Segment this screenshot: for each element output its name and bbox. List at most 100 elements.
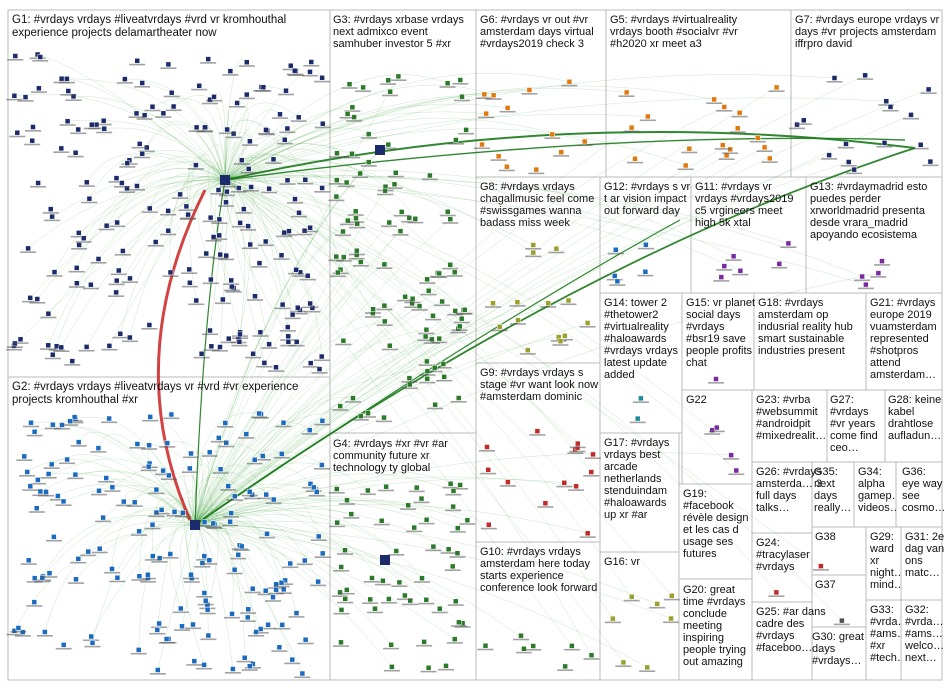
node[interactable] xyxy=(557,338,564,344)
node[interactable] xyxy=(761,144,768,151)
node[interactable] xyxy=(100,117,107,124)
node[interactable] xyxy=(217,466,224,472)
node[interactable] xyxy=(881,140,888,146)
node[interactable] xyxy=(443,663,449,669)
node[interactable] xyxy=(349,104,356,111)
node[interactable] xyxy=(634,415,641,422)
node[interactable] xyxy=(425,288,432,294)
node[interactable] xyxy=(644,664,650,671)
node[interactable] xyxy=(114,574,121,581)
node[interactable] xyxy=(483,110,489,117)
node[interactable] xyxy=(316,533,322,540)
node[interactable] xyxy=(193,297,200,304)
node[interactable] xyxy=(37,54,44,60)
node[interactable] xyxy=(116,267,122,274)
node[interactable] xyxy=(178,605,184,612)
node[interactable] xyxy=(232,493,238,500)
node[interactable] xyxy=(247,241,253,248)
node[interactable] xyxy=(216,232,222,239)
node[interactable] xyxy=(344,587,350,593)
node[interactable] xyxy=(845,159,852,165)
node[interactable] xyxy=(113,175,120,181)
node[interactable] xyxy=(610,615,616,622)
node[interactable] xyxy=(239,157,245,163)
node[interactable] xyxy=(588,652,595,658)
node[interactable] xyxy=(370,306,376,312)
node[interactable] xyxy=(139,80,145,86)
node[interactable] xyxy=(283,87,289,94)
node[interactable] xyxy=(737,268,744,274)
node[interactable] xyxy=(441,374,447,380)
node[interactable] xyxy=(114,219,120,226)
node[interactable] xyxy=(785,240,792,247)
node[interactable] xyxy=(146,322,153,328)
node[interactable] xyxy=(217,251,223,258)
node[interactable] xyxy=(31,429,38,435)
node[interactable] xyxy=(113,289,119,296)
node[interactable] xyxy=(645,113,651,120)
node[interactable] xyxy=(721,263,728,269)
node[interactable] xyxy=(319,75,325,81)
node[interactable] xyxy=(566,79,573,85)
node[interactable] xyxy=(296,210,302,216)
node[interactable] xyxy=(58,75,65,82)
node[interactable] xyxy=(416,303,423,309)
node[interactable] xyxy=(565,297,572,304)
node[interactable] xyxy=(76,242,82,248)
node[interactable] xyxy=(402,592,408,599)
node[interactable] xyxy=(152,239,159,245)
node[interactable] xyxy=(534,428,541,434)
node[interactable] xyxy=(55,493,61,499)
node[interactable] xyxy=(346,81,353,87)
node[interactable] xyxy=(170,103,177,110)
node[interactable] xyxy=(226,335,232,342)
node[interactable] xyxy=(278,252,285,259)
node[interactable] xyxy=(208,343,215,350)
node[interactable] xyxy=(407,597,413,604)
node[interactable] xyxy=(383,483,389,490)
node[interactable] xyxy=(365,131,372,137)
node[interactable] xyxy=(285,324,291,330)
node[interactable] xyxy=(504,163,510,170)
node[interactable] xyxy=(288,62,294,69)
node[interactable] xyxy=(49,213,55,220)
node[interactable] xyxy=(342,547,348,553)
node[interactable] xyxy=(228,277,234,284)
node[interactable] xyxy=(234,100,240,106)
node[interactable] xyxy=(386,219,392,226)
node[interactable] xyxy=(851,166,857,173)
node[interactable] xyxy=(46,570,53,576)
node[interactable] xyxy=(229,611,235,617)
node[interactable] xyxy=(284,125,291,132)
node[interactable] xyxy=(455,395,462,401)
node[interactable] xyxy=(96,488,102,494)
node[interactable] xyxy=(103,222,110,229)
node[interactable] xyxy=(344,111,351,117)
node[interactable] xyxy=(337,403,343,409)
node[interactable] xyxy=(14,129,21,136)
node[interactable] xyxy=(85,548,91,555)
node[interactable] xyxy=(879,258,885,264)
node[interactable] xyxy=(127,275,133,282)
node[interactable] xyxy=(424,358,430,365)
node[interactable] xyxy=(291,67,298,74)
node[interactable] xyxy=(58,145,65,152)
node[interactable] xyxy=(588,469,595,475)
node[interactable] xyxy=(244,614,251,621)
node[interactable] xyxy=(411,524,417,531)
node[interactable] xyxy=(277,111,283,118)
node[interactable] xyxy=(222,420,229,426)
node[interactable] xyxy=(180,510,186,516)
node[interactable] xyxy=(101,125,107,132)
node[interactable] xyxy=(17,336,24,343)
node[interactable] xyxy=(215,187,222,193)
node[interactable] xyxy=(270,594,276,600)
node[interactable] xyxy=(270,496,277,503)
hub-node[interactable] xyxy=(380,555,390,565)
node[interactable] xyxy=(457,323,463,330)
node[interactable] xyxy=(243,431,250,437)
node[interactable] xyxy=(145,572,151,578)
node[interactable] xyxy=(193,162,199,168)
node[interactable] xyxy=(250,351,256,357)
node[interactable] xyxy=(191,658,198,664)
